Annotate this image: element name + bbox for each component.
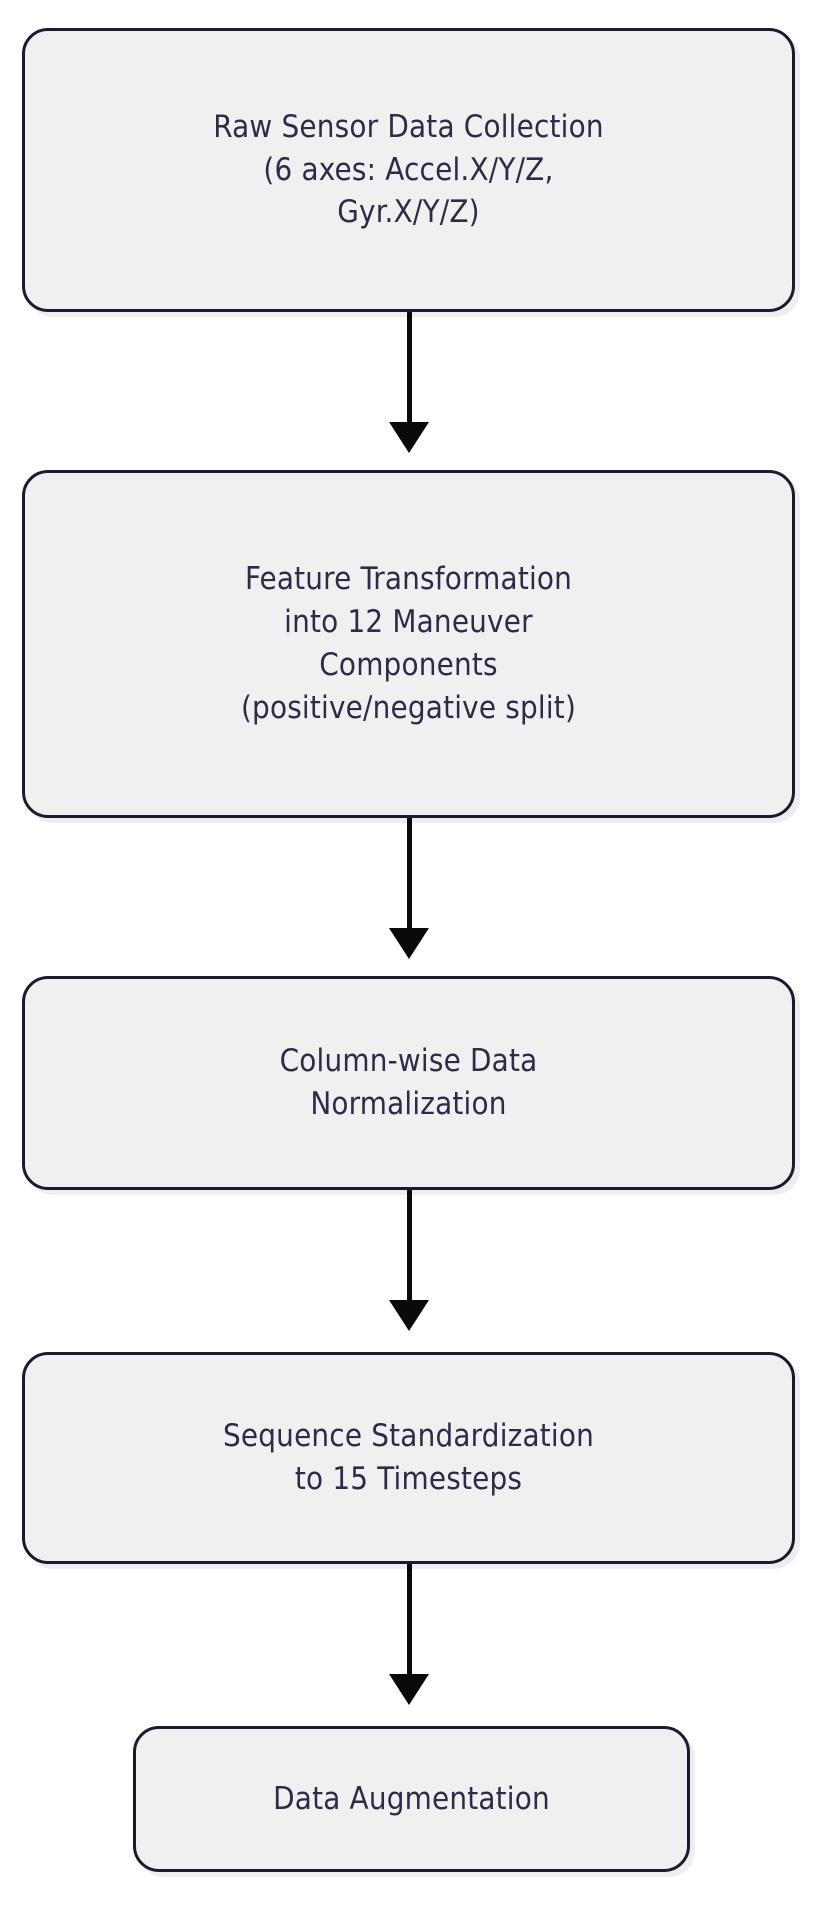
arrow-down-icon bbox=[389, 1674, 429, 1705]
flow-node-column-wise-data-normalization[interactable]: Column-wise Data Normalization bbox=[22, 976, 795, 1190]
arrow-down-icon bbox=[389, 928, 429, 959]
arrow-down-icon bbox=[389, 1300, 429, 1331]
flow-node-label: Column-wise Data Normalization bbox=[279, 1043, 538, 1122]
flow-node-label: Data Augmentation bbox=[273, 1780, 550, 1817]
flow-node-raw-sensor-data-collection[interactable]: Raw Sensor Data Collection (6 axes: Acce… bbox=[22, 28, 795, 312]
flow-node-label: Feature Transformation into 12 Maneuver … bbox=[240, 561, 577, 726]
flow-node-label: Raw Sensor Data Collection (6 axes: Acce… bbox=[213, 108, 604, 231]
arrow-down-icon bbox=[389, 422, 429, 453]
edge-line bbox=[407, 1190, 412, 1302]
edge-line bbox=[407, 818, 412, 930]
flow-node-label: Sequence Standardization to 15 Timesteps bbox=[223, 1418, 594, 1497]
flow-node-data-augmentation[interactable]: Data Augmentation bbox=[133, 1726, 690, 1872]
flow-node-sequence-standardization[interactable]: Sequence Standardization to 15 Timesteps bbox=[22, 1352, 795, 1564]
edge-line bbox=[407, 1564, 412, 1676]
edge-line bbox=[407, 312, 412, 424]
flow-node-feature-transformation[interactable]: Feature Transformation into 12 Maneuver … bbox=[22, 470, 795, 818]
